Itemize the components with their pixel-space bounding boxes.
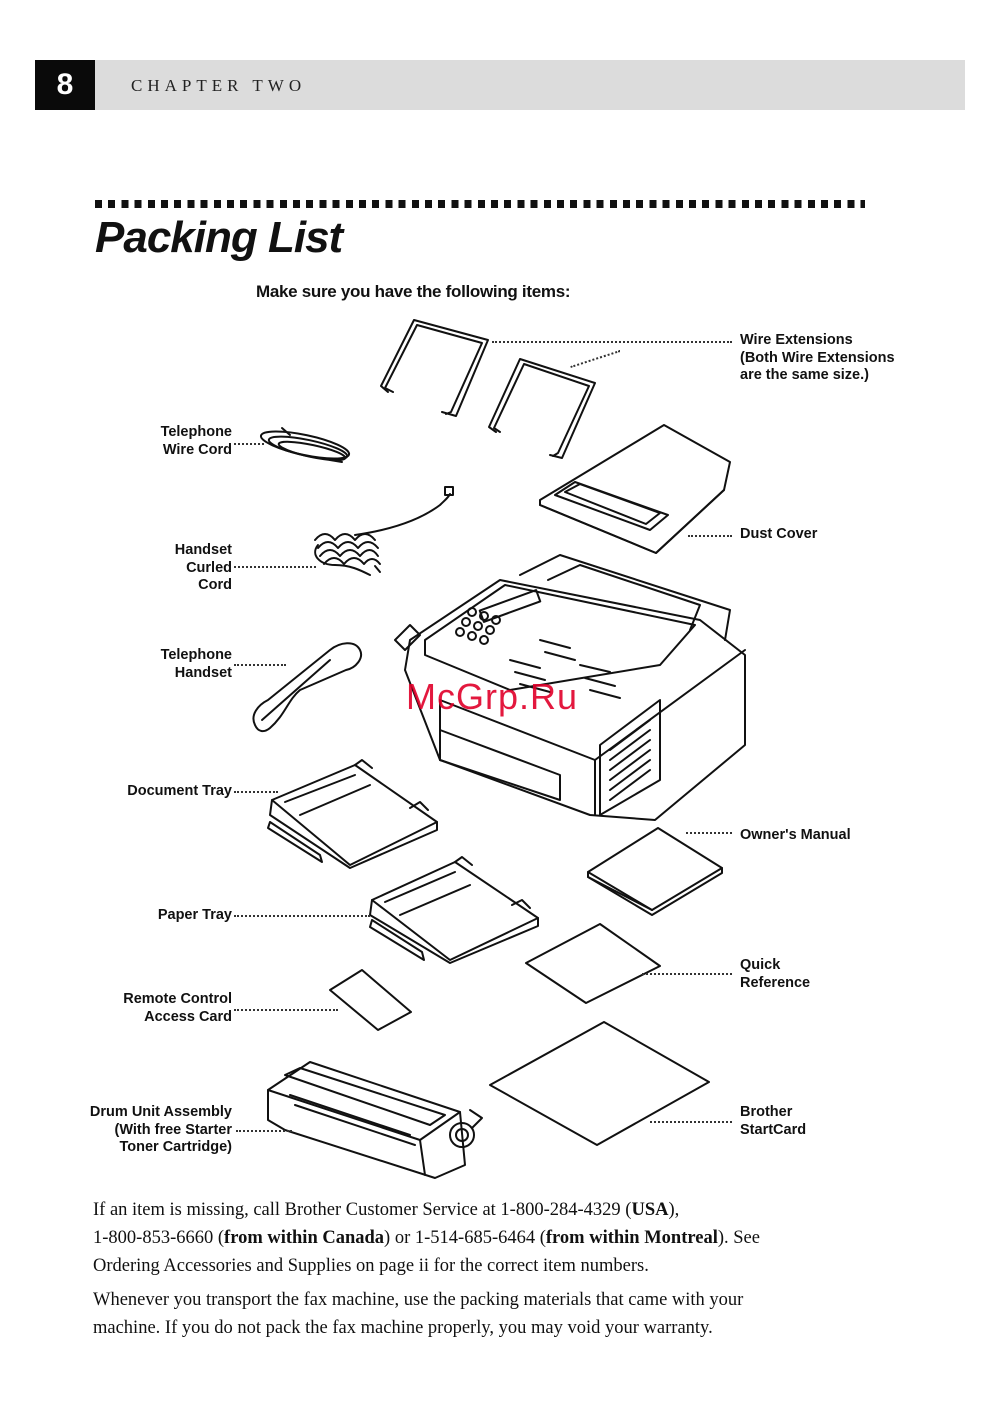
document-tray-illustration (267, 759, 438, 869)
brother-startcard-illustration (489, 1021, 710, 1146)
leader-owners-manual (686, 832, 732, 834)
leader-telephone-handset (234, 664, 286, 666)
leader-dust-cover (688, 535, 732, 537)
label-brother-startcard: Brother StartCard (740, 1104, 807, 1138)
label-handset-curled-cord: Handset Curled Cord (174, 542, 232, 593)
chapter-header-bar (35, 60, 965, 110)
label-telephone-handset: Telephone Handset (160, 647, 232, 681)
leader-drum-unit (236, 1130, 292, 1132)
chapter-title: CHAPTER TWO (131, 76, 307, 95)
label-drum-unit: Drum Unit Assembly (With free Starter To… (89, 1104, 232, 1155)
label-dust-cover: Dust Cover (740, 526, 818, 542)
paragraph1-line2: 1-800-853-6660 (from within Canada) or 1… (93, 1228, 760, 1248)
remote-control-card-illustration (329, 969, 412, 1031)
missing-item-paragraph: If an item is missing, call Brother Cust… (93, 1196, 893, 1280)
leader-document-tray (234, 791, 278, 793)
paragraph2-line2: machine. If you do not pack the fax mach… (93, 1318, 713, 1338)
fax-machine-illustration (394, 554, 746, 821)
leader-wire-extensions (492, 341, 732, 343)
label-paper-tray: Paper Tray (157, 907, 232, 923)
dust-cover-illustration (539, 424, 731, 554)
label-wire-extensions: Wire Extensions (Both Wire Extensions ar… (740, 332, 895, 383)
paper-tray-illustration (369, 856, 539, 964)
label-document-tray: Document Tray (127, 783, 232, 799)
drum-unit-illustration (267, 1061, 483, 1179)
leader-handset-curled-cord (234, 566, 316, 568)
telephone-wire-cord-illustration (259, 427, 351, 463)
label-telephone-wire-cord: Telephone Wire Cord (160, 424, 232, 458)
wire-extension-illustration (380, 319, 596, 459)
label-quick-reference: Quick Reference (740, 957, 811, 991)
paragraph1-line3: Ordering Accessories and Supplies on pag… (93, 1256, 649, 1276)
section-subtitle: Make sure you have the following items: (256, 282, 571, 301)
leader-remote-control-card (234, 1009, 338, 1011)
leader-paper-tray (234, 915, 370, 917)
dotted-rule (95, 200, 865, 208)
paragraph2-line1: Whenever you transport the fax machine, … (93, 1290, 744, 1310)
owners-manual-illustration (587, 827, 723, 916)
transport-paragraph: Whenever you transport the fax machine, … (93, 1286, 893, 1342)
paragraph1-line1: If an item is missing, call Brother Cust… (93, 1200, 680, 1220)
watermark-text: McGrp.Ru (406, 676, 579, 717)
label-remote-control-card: Remote Control Access Card (123, 991, 232, 1025)
quick-reference-illustration (525, 923, 661, 1004)
leader-brother-startcard (650, 1121, 732, 1123)
label-owners-manual: Owner's Manual (740, 827, 851, 843)
handset-curled-cord-illustration (314, 486, 454, 576)
leader-telephone-wire-cord (234, 443, 264, 445)
telephone-handset-illustration (252, 642, 362, 733)
leader-quick-reference (642, 973, 732, 975)
page-number: 8 (35, 60, 95, 110)
section-title: Packing List (95, 213, 343, 262)
